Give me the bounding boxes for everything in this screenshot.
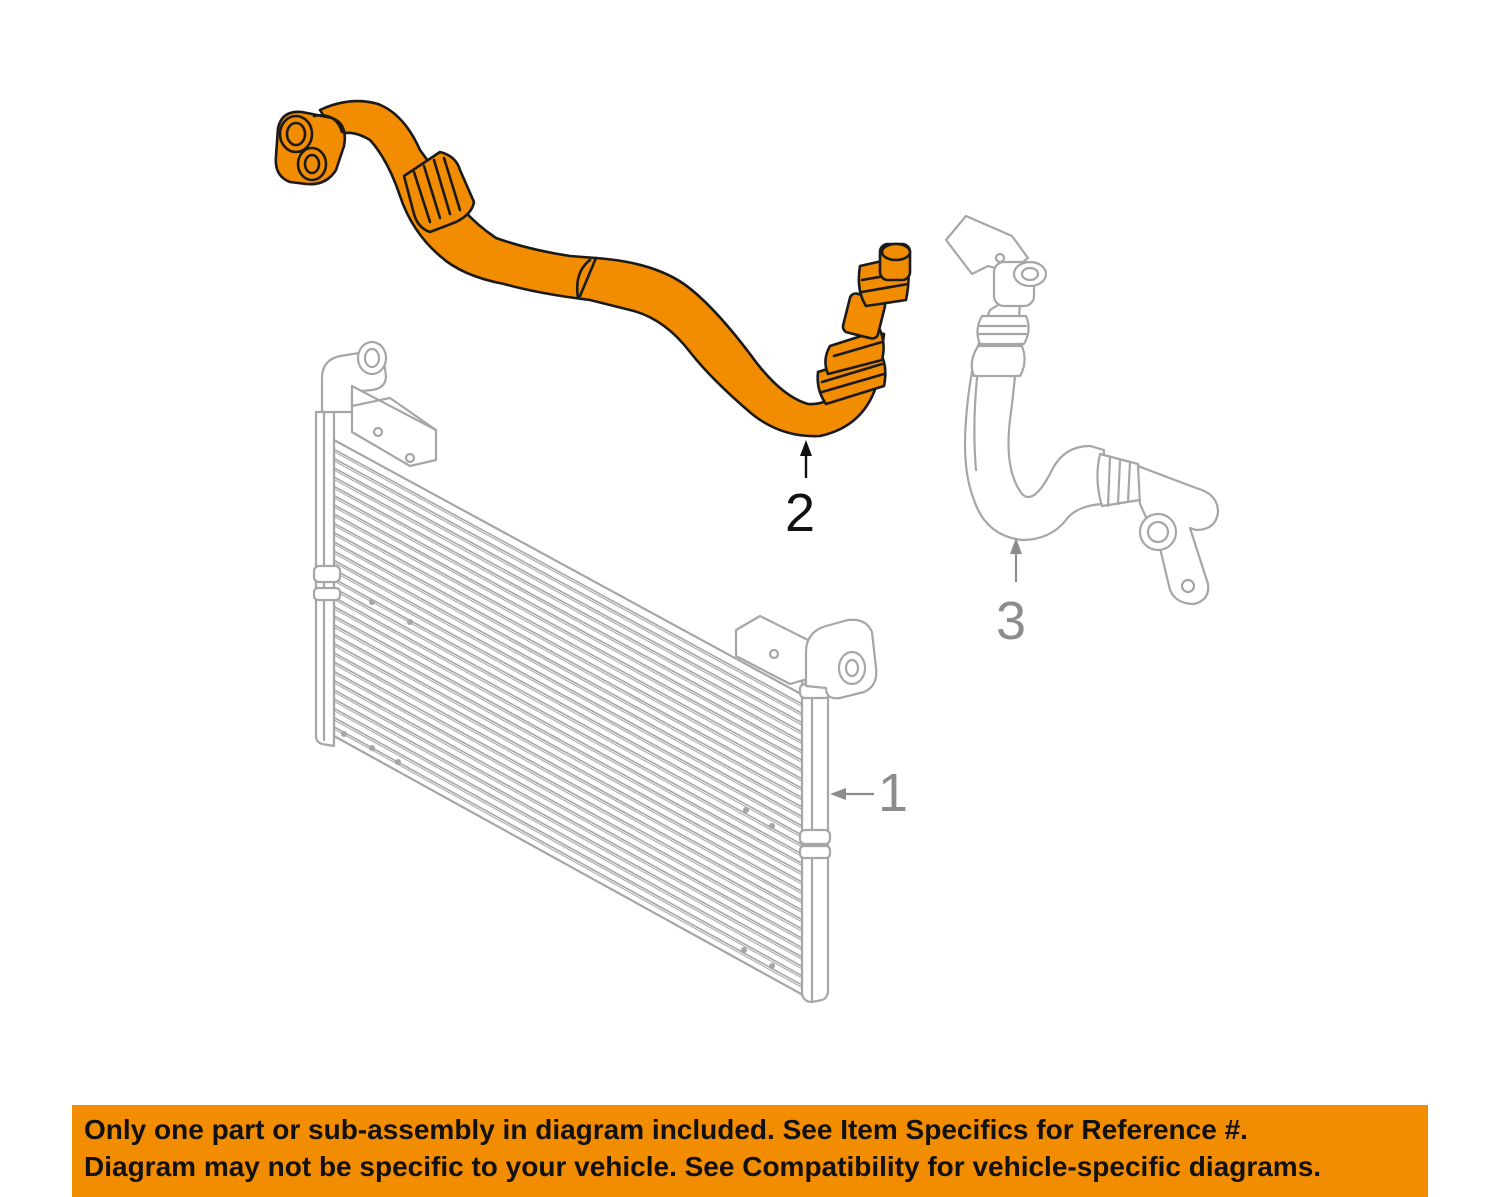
cooler-fin <box>333 691 813 956</box>
cooler-fin <box>333 568 813 833</box>
cooler-fin <box>333 642 813 908</box>
callout-label-2: 2 <box>785 483 816 543</box>
cooler-fin <box>333 497 813 760</box>
callout-3-arrow <box>1010 538 1022 582</box>
cooler-fin <box>333 478 813 741</box>
cooler-fin <box>333 451 813 713</box>
cooler-fin <box>333 719 813 985</box>
cooler-line-icon <box>274 99 912 438</box>
cooler-fin <box>333 663 813 928</box>
cooler-fin <box>333 645 813 910</box>
parts-diagram <box>274 99 1220 1004</box>
cooler-fin <box>333 633 813 898</box>
cooler-fin <box>333 543 813 806</box>
callout-label-1: 1 <box>878 763 909 823</box>
cooler-fin <box>333 636 813 900</box>
cooler-fin <box>333 494 813 758</box>
cooler-fin <box>333 614 813 879</box>
cooler-fin <box>333 716 813 983</box>
callout-2-arrow <box>800 440 812 478</box>
disclaimer-line-1: Only one part or sub-assembly in diagram… <box>84 1114 1248 1145</box>
cooler-fin <box>333 469 813 731</box>
callout-1-arrow <box>830 788 874 800</box>
cooler-fin <box>333 525 813 788</box>
cooler-fin <box>333 682 813 947</box>
cooler-fin <box>333 596 813 861</box>
cooler-fin <box>333 488 813 750</box>
cooler-fin <box>333 679 813 945</box>
cooler-fin <box>333 688 813 954</box>
disclaimer-line-2: Diagram may not be specific to your vehi… <box>84 1151 1322 1182</box>
cooler-fin <box>333 577 813 842</box>
cooler-fin <box>333 589 813 853</box>
cooler-fin <box>333 580 813 844</box>
cooler-fin <box>333 534 813 797</box>
cooler-fin <box>333 624 813 889</box>
cooler-fin <box>333 605 813 870</box>
cooler-fin <box>333 698 813 964</box>
cooler-fin <box>333 673 813 938</box>
cooler-fin <box>333 700 813 966</box>
cooler-fin <box>333 513 813 776</box>
cooler-fin <box>333 503 813 767</box>
cooler-fin <box>333 587 813 851</box>
cooler-fin <box>333 457 813 720</box>
cooler-fin <box>333 654 813 919</box>
cooler-fin <box>333 522 813 786</box>
cooler-fin <box>333 540 813 804</box>
cooler-fin <box>333 571 813 835</box>
cooler-fin <box>333 710 813 975</box>
cooler-fin <box>333 626 813 891</box>
cooler-fin <box>333 515 813 778</box>
cooler-fin <box>333 599 813 863</box>
cooler-fin <box>333 466 813 729</box>
cooler-fin <box>333 670 813 936</box>
disclaimer-banner: Only one part or sub-assembly in diagram… <box>72 1105 1428 1197</box>
cooler-fin <box>333 661 813 926</box>
cooler-fin <box>333 707 813 973</box>
oil-cooler-icon <box>312 340 878 1004</box>
cooler-fin <box>333 448 813 711</box>
cooler-fin <box>333 552 813 816</box>
cooler-fin <box>333 485 813 748</box>
return-hose-icon <box>944 214 1220 606</box>
cooler-fin <box>333 531 813 795</box>
cooler-fin <box>333 506 813 769</box>
cooler-fin <box>333 617 813 881</box>
cooler-fin <box>333 725 813 992</box>
cooler-fin <box>333 476 813 739</box>
cooler-fin <box>333 550 813 814</box>
callout-label-3: 3 <box>996 591 1027 651</box>
cooler-fin <box>333 562 813 825</box>
cooler-fin <box>333 559 813 823</box>
cooler-fin <box>333 728 813 994</box>
cooler-fin <box>333 651 813 917</box>
cooler-fin <box>333 460 813 722</box>
cooler-fin <box>333 608 813 872</box>
